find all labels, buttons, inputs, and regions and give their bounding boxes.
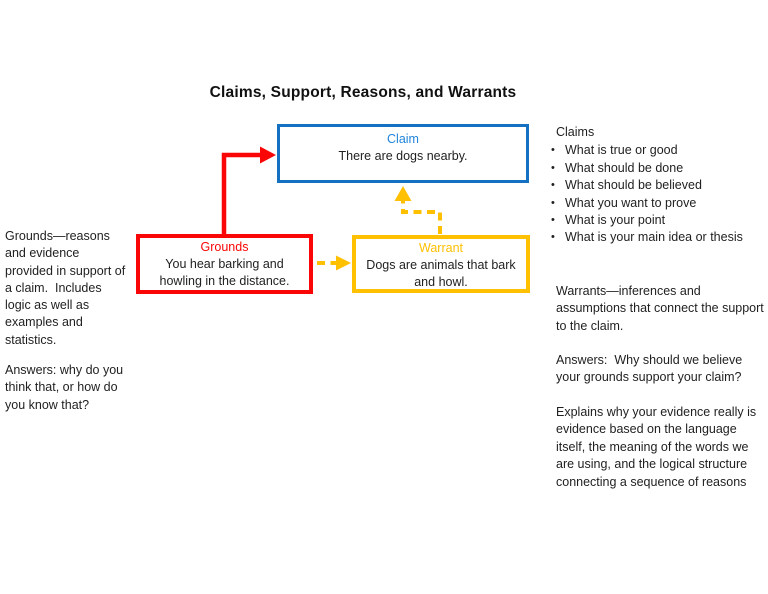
bullet-text: What should be done [565, 160, 684, 175]
warrant-box-label: Warrant [419, 241, 463, 255]
list-item: • What is true or good [551, 142, 768, 159]
bullet-marker: • [551, 196, 555, 209]
grounds-definition-text: Grounds—reasons and evidence provided in… [5, 229, 129, 347]
bullet-text: What is true or good [565, 143, 678, 158]
yellow-dashed-arrow-grounds-to-warrant-icon [317, 255, 351, 271]
list-item: • What should be done [551, 160, 768, 177]
claims-bullet-list: • What is true or good • What should be … [551, 142, 768, 246]
warrant-box-text: Dogs are animals that bark and howl. [366, 258, 516, 290]
warrants-explanation-text: Explains why your evidence really is evi… [556, 404, 760, 489]
bullet-marker: • [551, 179, 555, 192]
red-arrow-grounds-to-claim-icon [221, 146, 276, 236]
bullet-marker: • [551, 231, 555, 244]
list-item: • What you want to prove [551, 195, 768, 212]
claim-box: Claim There are dogs nearby. [277, 124, 529, 183]
grounds-box-label: Grounds [200, 240, 249, 254]
list-item: • What is your main idea or thesis [551, 229, 768, 246]
bullet-marker: • [551, 144, 555, 157]
list-item: • What should be believed [551, 177, 768, 194]
warrants-definition-text: Warrants—inferences and assumptions that… [556, 283, 768, 333]
claim-box-label: Claim [387, 132, 419, 146]
bullet-text: What is your point [565, 213, 666, 228]
grounds-questions-text: Answers: why do you think that, or how d… [5, 363, 127, 412]
claim-box-text: There are dogs nearby. [338, 149, 468, 164]
bullet-text: What is your main idea or thesis [565, 230, 743, 245]
grounds-definition-panel: Grounds—reasons and evidence provided in… [5, 228, 127, 414]
list-item: • What is your point [551, 212, 768, 229]
bullet-text: What should be believed [565, 178, 702, 193]
yellow-dashed-arrow-warrant-to-claim-icon [394, 186, 442, 234]
claims-heading: Claims [556, 125, 595, 139]
grounds-box-text: You hear barking and howling in the dist… [159, 257, 290, 289]
bullet-text: What you want to prove [565, 195, 697, 210]
grounds-box: Grounds You hear barking and howling in … [136, 234, 313, 294]
page-title: Claims, Support, Reasons, and Warrants [209, 84, 517, 101]
bullet-marker: • [551, 214, 555, 227]
warrants-questions-text: Answers: Why should we believe your grou… [556, 353, 746, 385]
bullet-marker: • [551, 161, 555, 174]
claims-warrants-panel: Claims • What is true or good • What sho… [551, 124, 768, 491]
warrant-box: Warrant Dogs are animals that bark and h… [352, 235, 530, 293]
